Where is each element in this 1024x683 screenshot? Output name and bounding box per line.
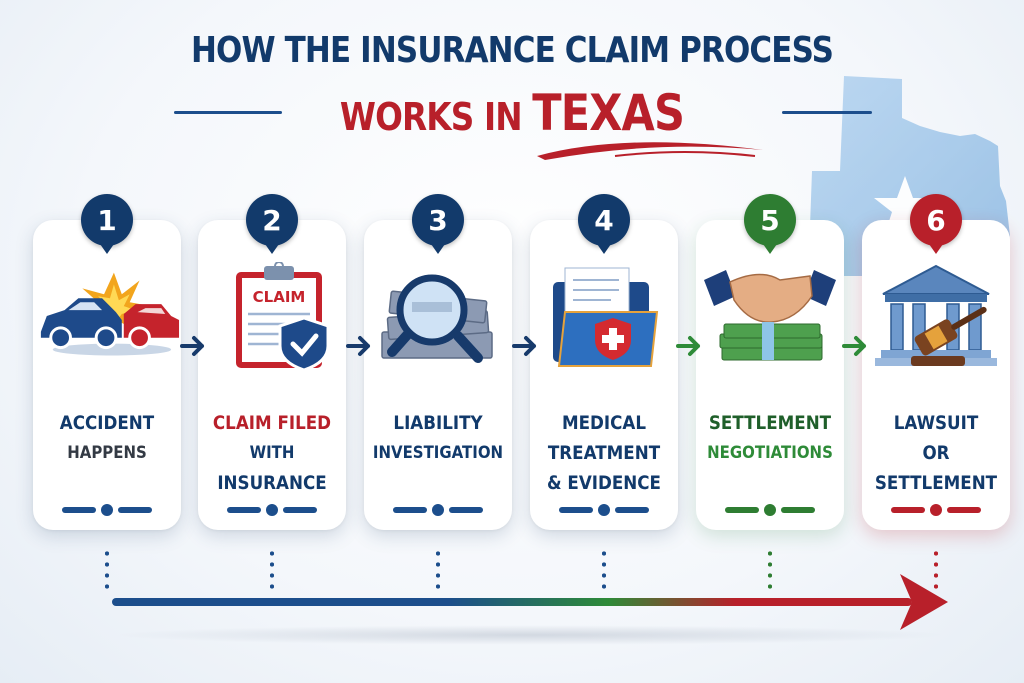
step-card-6: 6 LAWSUIT OR SETTLEMENT — [862, 194, 1010, 530]
step-label: SETTLEMENT NEGOTIATIONS — [707, 412, 833, 463]
title-prefix: WORKS IN — [339, 95, 533, 139]
arrow-right-icon — [676, 336, 700, 356]
timeline-shadow — [110, 625, 950, 645]
step-indicator — [559, 504, 649, 516]
clipboard-claim-shield-icon: CLAIM — [198, 262, 346, 372]
page-title-line1: HOW THE INSURANCE CLAIM PROCESS — [190, 30, 834, 71]
gradient-timeline-arrow-icon — [112, 574, 948, 630]
medical-folder-icon — [530, 262, 678, 372]
step-indicator — [393, 504, 483, 516]
page-title-line2: WORKS IN TEXAS — [72, 84, 953, 142]
step-label: MEDICAL TREATMENT & EVIDENCE — [547, 412, 661, 494]
title-divider-right — [782, 111, 872, 114]
car-crash-icon — [33, 262, 181, 372]
dotted-connector — [105, 548, 109, 590]
handshake-money-icon — [696, 262, 844, 372]
arrow-right-icon — [346, 336, 370, 356]
step-number-badge: 3 — [412, 194, 464, 246]
step-card-4: 4 MEDICAL TREATMENT & EVIDENCE — [530, 194, 678, 530]
step-card-5: 5 SETTLEMENT NEGOTIATIONS — [696, 194, 844, 530]
dotted-connector — [934, 548, 938, 590]
dotted-connector — [436, 548, 440, 590]
step-number-badge: 6 — [910, 194, 962, 246]
magnifying-glass-documents-icon — [364, 262, 512, 372]
arrow-right-icon — [180, 336, 204, 356]
step-number-badge: 1 — [81, 194, 133, 246]
svg-text:CLAIM: CLAIM — [253, 288, 306, 306]
step-number-badge: 2 — [246, 194, 298, 246]
title-highlight: TEXAS — [532, 84, 685, 142]
red-underline-swoosh-icon — [537, 142, 763, 160]
step-indicator — [891, 504, 981, 516]
arrow-right-icon — [512, 336, 536, 356]
arrow-right-icon — [842, 336, 866, 356]
step-card-3: 3 LIABILITY INVESTIGATION — [364, 194, 512, 530]
step-indicator — [62, 504, 152, 516]
step-label: LAWSUIT OR SETTLEMENT — [874, 412, 998, 494]
step-card-1: 1 ACCIDENT HAPPENS — [33, 194, 181, 530]
step-card-2: 2 CLAIM CLAIM FILED WITH INSURANCE — [198, 194, 346, 530]
step-label: CLAIM FILED WITH INSURANCE — [212, 412, 332, 494]
dotted-connector — [768, 548, 772, 590]
step-indicator — [227, 504, 317, 516]
step-indicator — [725, 504, 815, 516]
step-label: ACCIDENT HAPPENS — [59, 412, 155, 463]
title-divider-left — [174, 111, 282, 114]
step-label: LIABILITY INVESTIGATION — [372, 412, 504, 463]
step-number-badge: 5 — [744, 194, 796, 246]
courthouse-gavel-icon — [862, 262, 1010, 372]
step-number-badge: 4 — [578, 194, 630, 246]
dotted-connector — [270, 548, 274, 590]
dotted-connector — [602, 548, 606, 590]
